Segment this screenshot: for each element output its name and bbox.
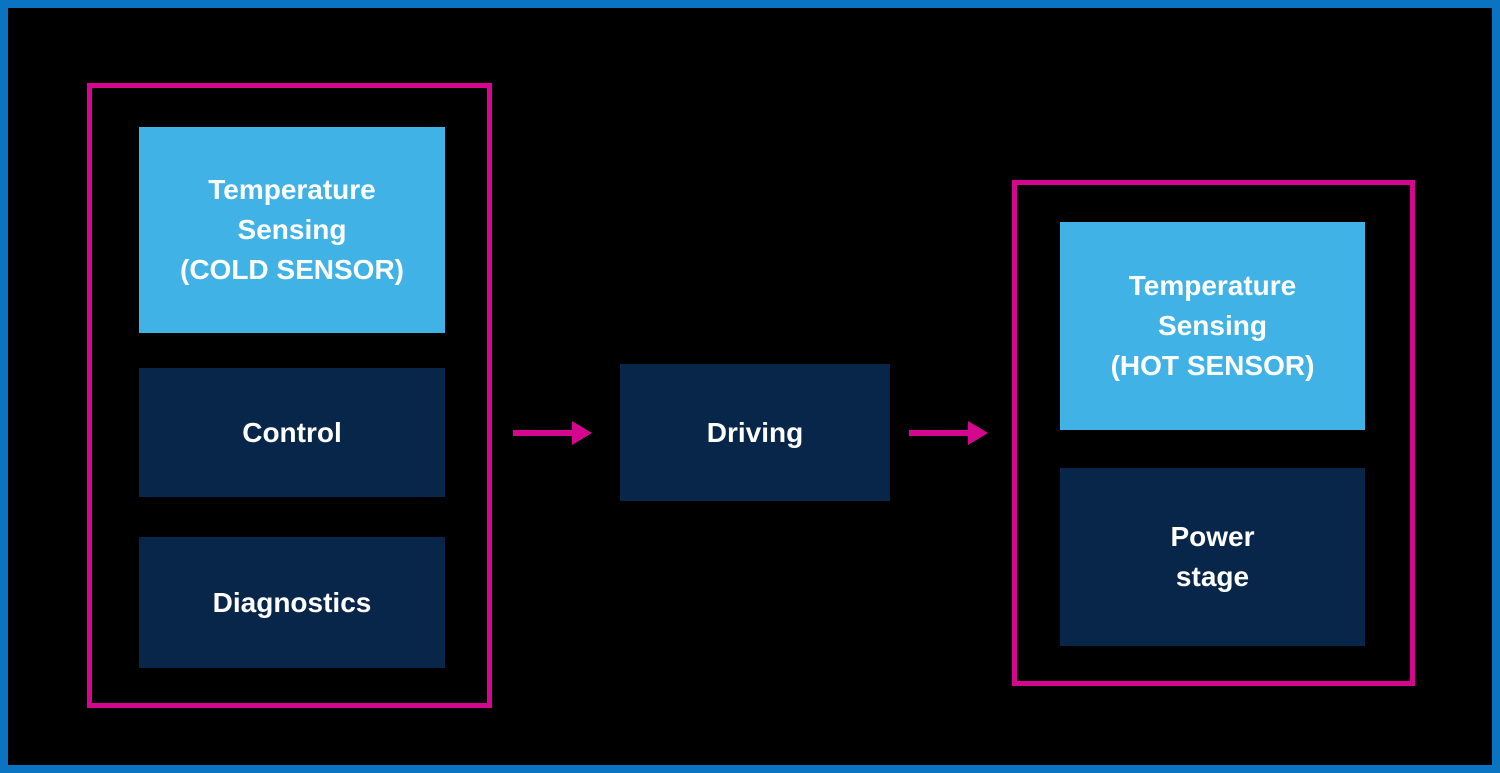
temperature-sensing-cold-block: Temperature Sensing (COLD SENSOR) — [139, 127, 445, 333]
arrow-head-icon — [968, 421, 988, 445]
control-label: Control — [242, 416, 342, 448]
arrow-shaft — [909, 430, 971, 436]
diagnostics-label: Diagnostics — [212, 586, 372, 618]
power-stage-label: Power stage — [1170, 521, 1255, 592]
driving-block: Driving — [620, 364, 890, 501]
temperature-sensing-cold-label: Temperature Sensing (COLD SENSOR) — [180, 174, 404, 285]
arrow-cold-to-driving — [513, 421, 592, 445]
temperature-sensing-hot-label: Temperature Sensing (HOT SENSOR) — [1110, 270, 1315, 381]
control-block: Control — [139, 368, 445, 497]
temperature-sensing-hot-block: Temperature Sensing (HOT SENSOR) — [1060, 222, 1365, 430]
diagnostics-block: Diagnostics — [139, 537, 445, 668]
arrow-shaft — [513, 430, 575, 436]
driving-label: Driving — [706, 416, 804, 448]
power-stage-block: Power stage — [1060, 468, 1365, 646]
arrow-driving-to-hot — [909, 421, 988, 445]
hot-side-group-outline — [1012, 180, 1415, 686]
cold-side-group-outline — [87, 83, 492, 708]
arrow-head-icon — [572, 421, 592, 445]
